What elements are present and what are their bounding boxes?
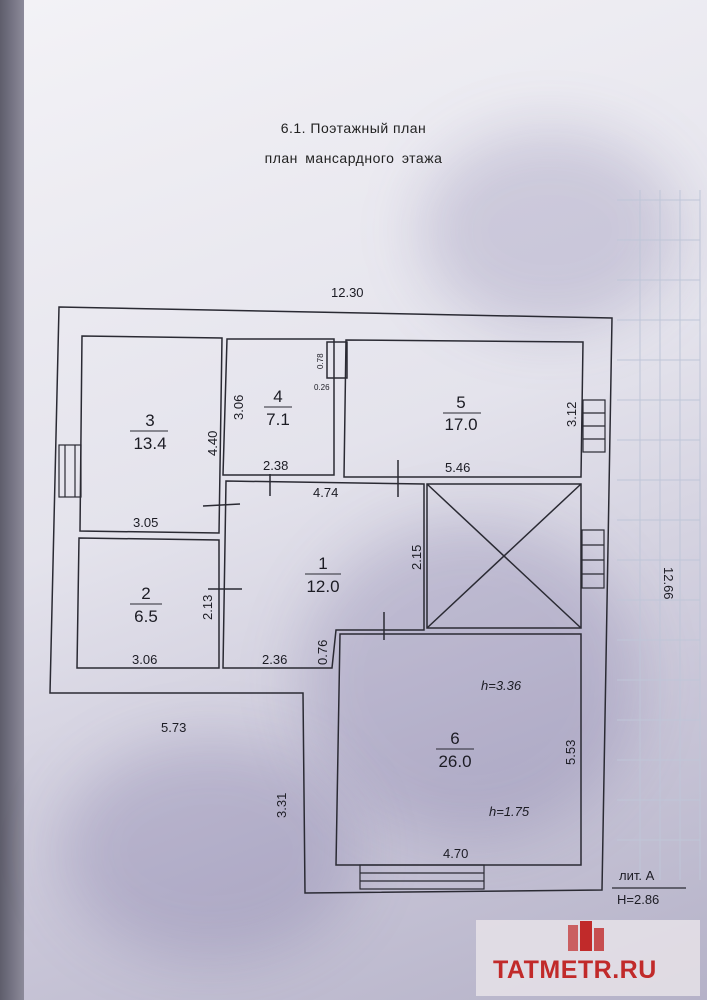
section-title: 6.1. Поэтажный план — [280, 120, 427, 136]
dim-small-b: 0.26 — [314, 383, 330, 392]
room-2-number: 2 — [141, 584, 150, 603]
window-right-top — [582, 399, 606, 453]
dim-room2-width: 3.06 — [132, 652, 157, 667]
room-4-area: 7.1 — [266, 410, 290, 429]
dim-right-height: 12.66 — [661, 567, 676, 600]
dim-void-height: 2.15 — [409, 545, 424, 570]
room-1-area: 12.0 — [306, 577, 339, 596]
room-2-outline — [76, 537, 220, 669]
document-page — [22, 0, 707, 1000]
dim-top-width: 12.30 — [331, 285, 364, 300]
dim-room1-width: 2.36 — [262, 652, 287, 667]
small-niche — [326, 341, 348, 379]
room-6-area: 26.0 — [438, 752, 471, 771]
room-5-outline — [343, 339, 584, 478]
dim-room6-width: 4.70 — [443, 846, 468, 861]
outer-wall — [49, 306, 613, 894]
dim-step: 0.76 — [315, 640, 330, 665]
dim-lower-left-height: 3.31 — [274, 793, 289, 818]
letter-label: лит. А — [619, 868, 655, 883]
room-5-area: 17.0 — [444, 415, 477, 434]
room-2-area: 6.5 — [134, 607, 158, 626]
room-1-outline — [222, 480, 425, 669]
room-1-number: 1 — [318, 554, 327, 573]
hand-shadow-bottom — [60, 740, 360, 960]
dim-small-a: 0.78 — [316, 353, 325, 369]
height-label: H=2.86 — [617, 892, 659, 907]
dim-room5-width: 5.46 — [445, 460, 470, 475]
window-right-middle — [581, 529, 605, 589]
door-mark — [202, 503, 241, 507]
dim-room3-height: 4.40 — [205, 431, 220, 456]
window-bottom — [359, 864, 485, 890]
grid-paper — [617, 190, 701, 880]
dim-room2-height: 2.13 — [200, 595, 215, 620]
dim-room3-width: 3.05 — [133, 515, 158, 530]
dim-room4-height: 3.06 — [231, 395, 246, 420]
dim-room5-height: 3.12 — [564, 402, 579, 427]
dim-room4-width: 2.38 — [263, 458, 288, 473]
room-5-number: 5 — [456, 393, 465, 412]
room-4-outline — [222, 338, 335, 476]
floor-title: план мансардного этажа — [264, 150, 443, 166]
room6-height-low: h=1.75 — [489, 804, 530, 819]
room-4-number: 4 — [273, 387, 282, 406]
dim-left-bottom-width: 5.73 — [161, 720, 186, 735]
hand-shadow-top — [420, 130, 680, 330]
room-6-number: 6 — [450, 729, 459, 748]
hand-shadow-middle — [300, 520, 640, 840]
room6-height-high: h=3.36 — [481, 678, 522, 693]
room-3-number: 3 — [145, 411, 154, 430]
binder-edge — [0, 0, 24, 1000]
room-6-outline — [335, 633, 582, 866]
stair-void-cross — [426, 483, 582, 629]
dim-room6-height: 5.53 — [563, 740, 578, 765]
watermark-text: TATMETR.RU — [493, 956, 657, 984]
window-left — [58, 444, 82, 498]
dim-corridor-width: 4.74 — [313, 485, 338, 500]
room-3-area: 13.4 — [133, 434, 166, 453]
